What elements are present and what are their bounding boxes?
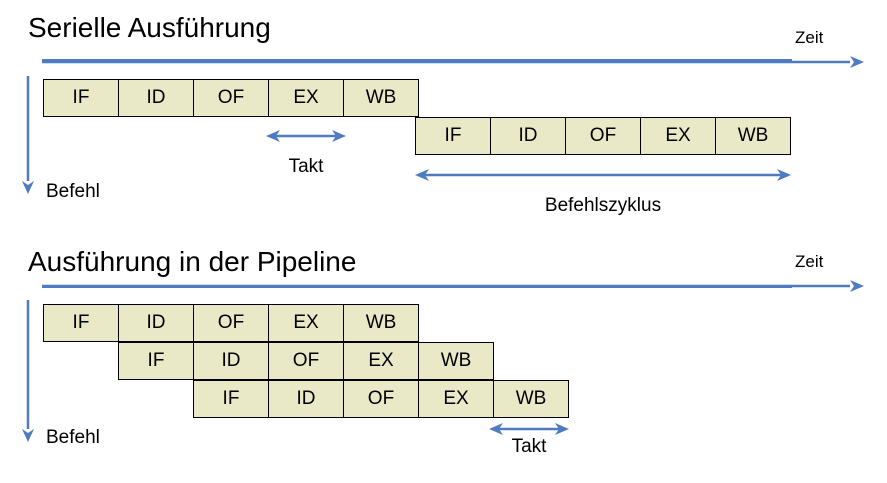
stage-cell-ex: EX: [343, 342, 419, 380]
serial-befehlszyklus-measure-arrow: [415, 169, 791, 181]
stage-cell-if: IF: [43, 304, 119, 342]
stage-cell-if: IF: [415, 117, 491, 155]
pipeline-instruction-axis-arrow: [22, 300, 34, 442]
pipeline-instruction-row-2: IF ID OF EX WB: [118, 342, 494, 380]
stage-cell-ex: EX: [418, 380, 494, 418]
serial-instruction-row-2: IF ID OF EX WB: [415, 117, 791, 155]
serial-instruction-axis-arrow: [22, 76, 34, 194]
stage-cell-if: IF: [193, 380, 269, 418]
stage-cell-if: IF: [43, 79, 119, 117]
serial-takt-label: Takt: [288, 156, 324, 177]
stage-cell-id: ID: [118, 304, 194, 342]
pipeline-instruction-row-3: IF ID OF EX WB: [193, 380, 569, 418]
pipeline-takt-measure-arrow: [489, 423, 569, 435]
pipeline-instruction-axis-label: Befehl: [46, 427, 100, 448]
stage-cell-id: ID: [268, 380, 344, 418]
stage-cell-wb: WB: [418, 342, 494, 380]
pipeline-instruction-row-1: IF ID OF EX WB: [43, 304, 419, 342]
serial-instruction-axis-label: Befehl: [46, 181, 100, 202]
serial-time-axis-label: Zeit: [795, 28, 824, 47]
stage-cell-of: OF: [193, 79, 269, 117]
stage-cell-of: OF: [268, 342, 344, 380]
pipeline-time-axis-arrow: [42, 280, 864, 292]
stage-cell-id: ID: [118, 79, 194, 117]
serial-takt-measure-arrow: [266, 130, 346, 142]
stage-cell-wb: WB: [493, 380, 569, 418]
serial-befehlszyklus-label: Befehlszyklus: [544, 195, 662, 216]
serial-time-axis-arrow: [42, 56, 864, 68]
stage-cell-of: OF: [193, 304, 269, 342]
stage-cell-if: IF: [118, 342, 194, 380]
stage-cell-ex: EX: [268, 304, 344, 342]
stage-cell-ex: EX: [640, 117, 716, 155]
stage-cell-wb: WB: [343, 79, 419, 117]
stage-cell-ex: EX: [268, 79, 344, 117]
pipeline-section-title: Ausführung in der Pipeline: [28, 246, 357, 277]
stage-cell-id: ID: [193, 342, 269, 380]
pipeline-time-axis-label: Zeit: [795, 252, 824, 271]
stage-cell-id: ID: [490, 117, 566, 155]
serial-instruction-row-1: IF ID OF EX WB: [43, 79, 419, 117]
stage-cell-wb: WB: [715, 117, 791, 155]
serial-title-rule: [42, 59, 792, 62]
stage-cell-wb: WB: [343, 304, 419, 342]
stage-cell-of: OF: [565, 117, 641, 155]
stage-cell-of: OF: [343, 380, 419, 418]
pipeline-takt-label: Takt: [511, 436, 547, 457]
serial-section-title: Serielle Ausführung: [28, 12, 271, 43]
